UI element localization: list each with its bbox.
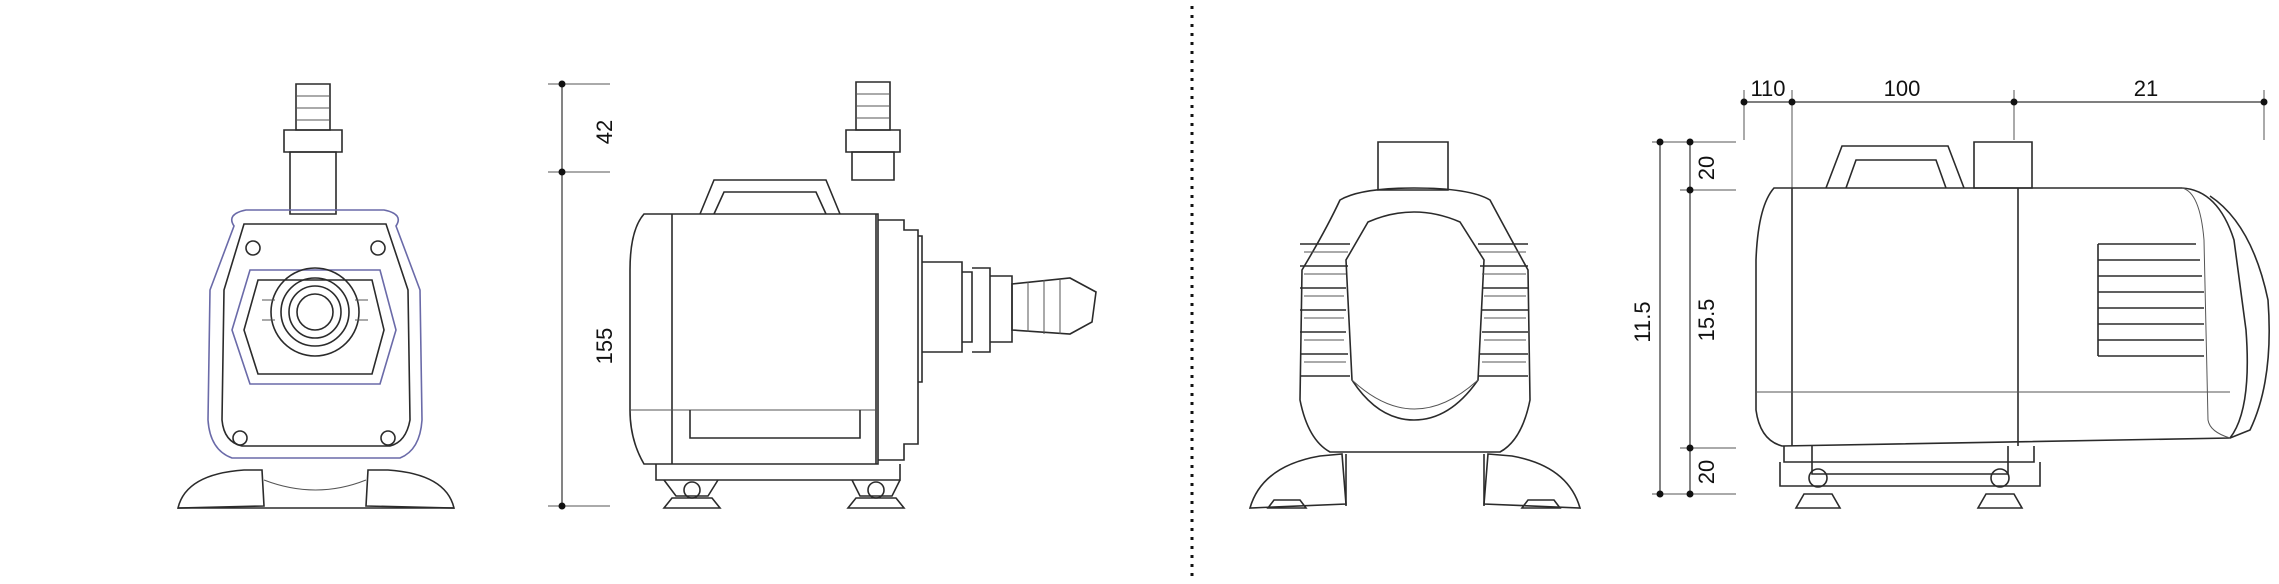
- dim-label-42: 42: [592, 120, 617, 144]
- dimension-right-vertical: 11.5 20 15.5 20: [1630, 138, 1736, 498]
- pump-front-view-left: [176, 83, 456, 509]
- dim-label-20-bottom: 20: [1694, 460, 1719, 484]
- dimension-left-vertical: 42 155: [548, 80, 617, 510]
- pump-side-view-left: [629, 81, 1097, 509]
- dim-label-110: 110: [1750, 76, 1785, 101]
- dim-label-21: 21: [2134, 76, 2158, 101]
- pump-front-view-right: [1248, 141, 1582, 509]
- dim-label-155: 155: [592, 328, 617, 365]
- dim-label-11-5: 11.5: [1630, 301, 1655, 342]
- dim-label-20-top: 20: [1694, 156, 1719, 180]
- dim-label-15-5: 15.5: [1694, 299, 1719, 342]
- dimension-right-top: 110 100 21: [1740, 76, 2268, 190]
- pump-side-view-right: [1755, 141, 2270, 509]
- dim-label-100: 100: [1884, 76, 1921, 101]
